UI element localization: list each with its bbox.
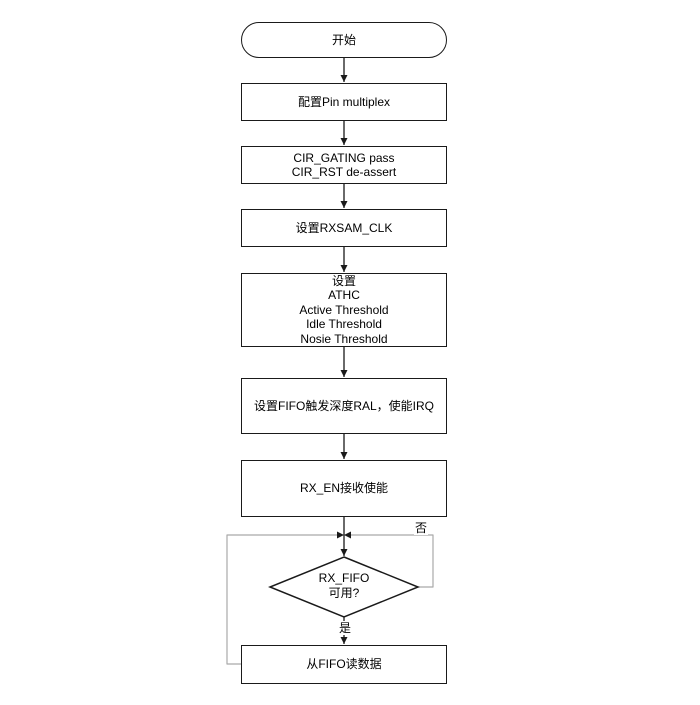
node-pin-multiplex-label: 配置Pin multiplex [297,94,391,109]
node-fifo-depth-irq-label: 设置FIFO触发深度RAL，使能IRQ [253,398,434,413]
node-fifo-available-label: RX_FIFO 可用? [318,571,370,600]
node-start-label: 开始 [331,32,356,47]
node-start: 开始 [241,22,447,58]
node-cir-gating-label: CIR_GATING pass CIR_RST de-assert [291,150,397,180]
node-rxsam-clk-label: 设置RXSAM_CLK [295,220,393,235]
node-thresholds: 设置 ATHC Active Threshold Idle Threshold … [241,273,447,347]
node-fifo-depth-irq: 设置FIFO触发深度RAL，使能IRQ [241,378,447,434]
node-rx-enable: RX_EN接收使能 [241,460,447,517]
edge-label-yes: 是 [338,621,353,635]
node-rx-enable-label: RX_EN接收使能 [299,481,388,496]
node-cir-gating: CIR_GATING pass CIR_RST de-assert [241,146,447,184]
edge-label-no: 否 [414,521,429,535]
node-pin-multiplex: 配置Pin multiplex [241,83,447,121]
node-rxsam-clk: 设置RXSAM_CLK [241,209,447,247]
junction-arrowhead-right [344,531,351,539]
node-read-fifo-label: 从FIFO读数据 [306,657,382,672]
loop-right-no-branch [351,534,434,588]
node-read-fifo: 从FIFO读数据 [241,645,447,684]
junction-arrowhead-left [337,531,344,539]
node-thresholds-label: 设置 ATHC Active Threshold Idle Threshold … [299,273,389,346]
decision-diamond-shape [268,556,420,618]
loop-left-read-fifo-to-junction [226,534,337,665]
